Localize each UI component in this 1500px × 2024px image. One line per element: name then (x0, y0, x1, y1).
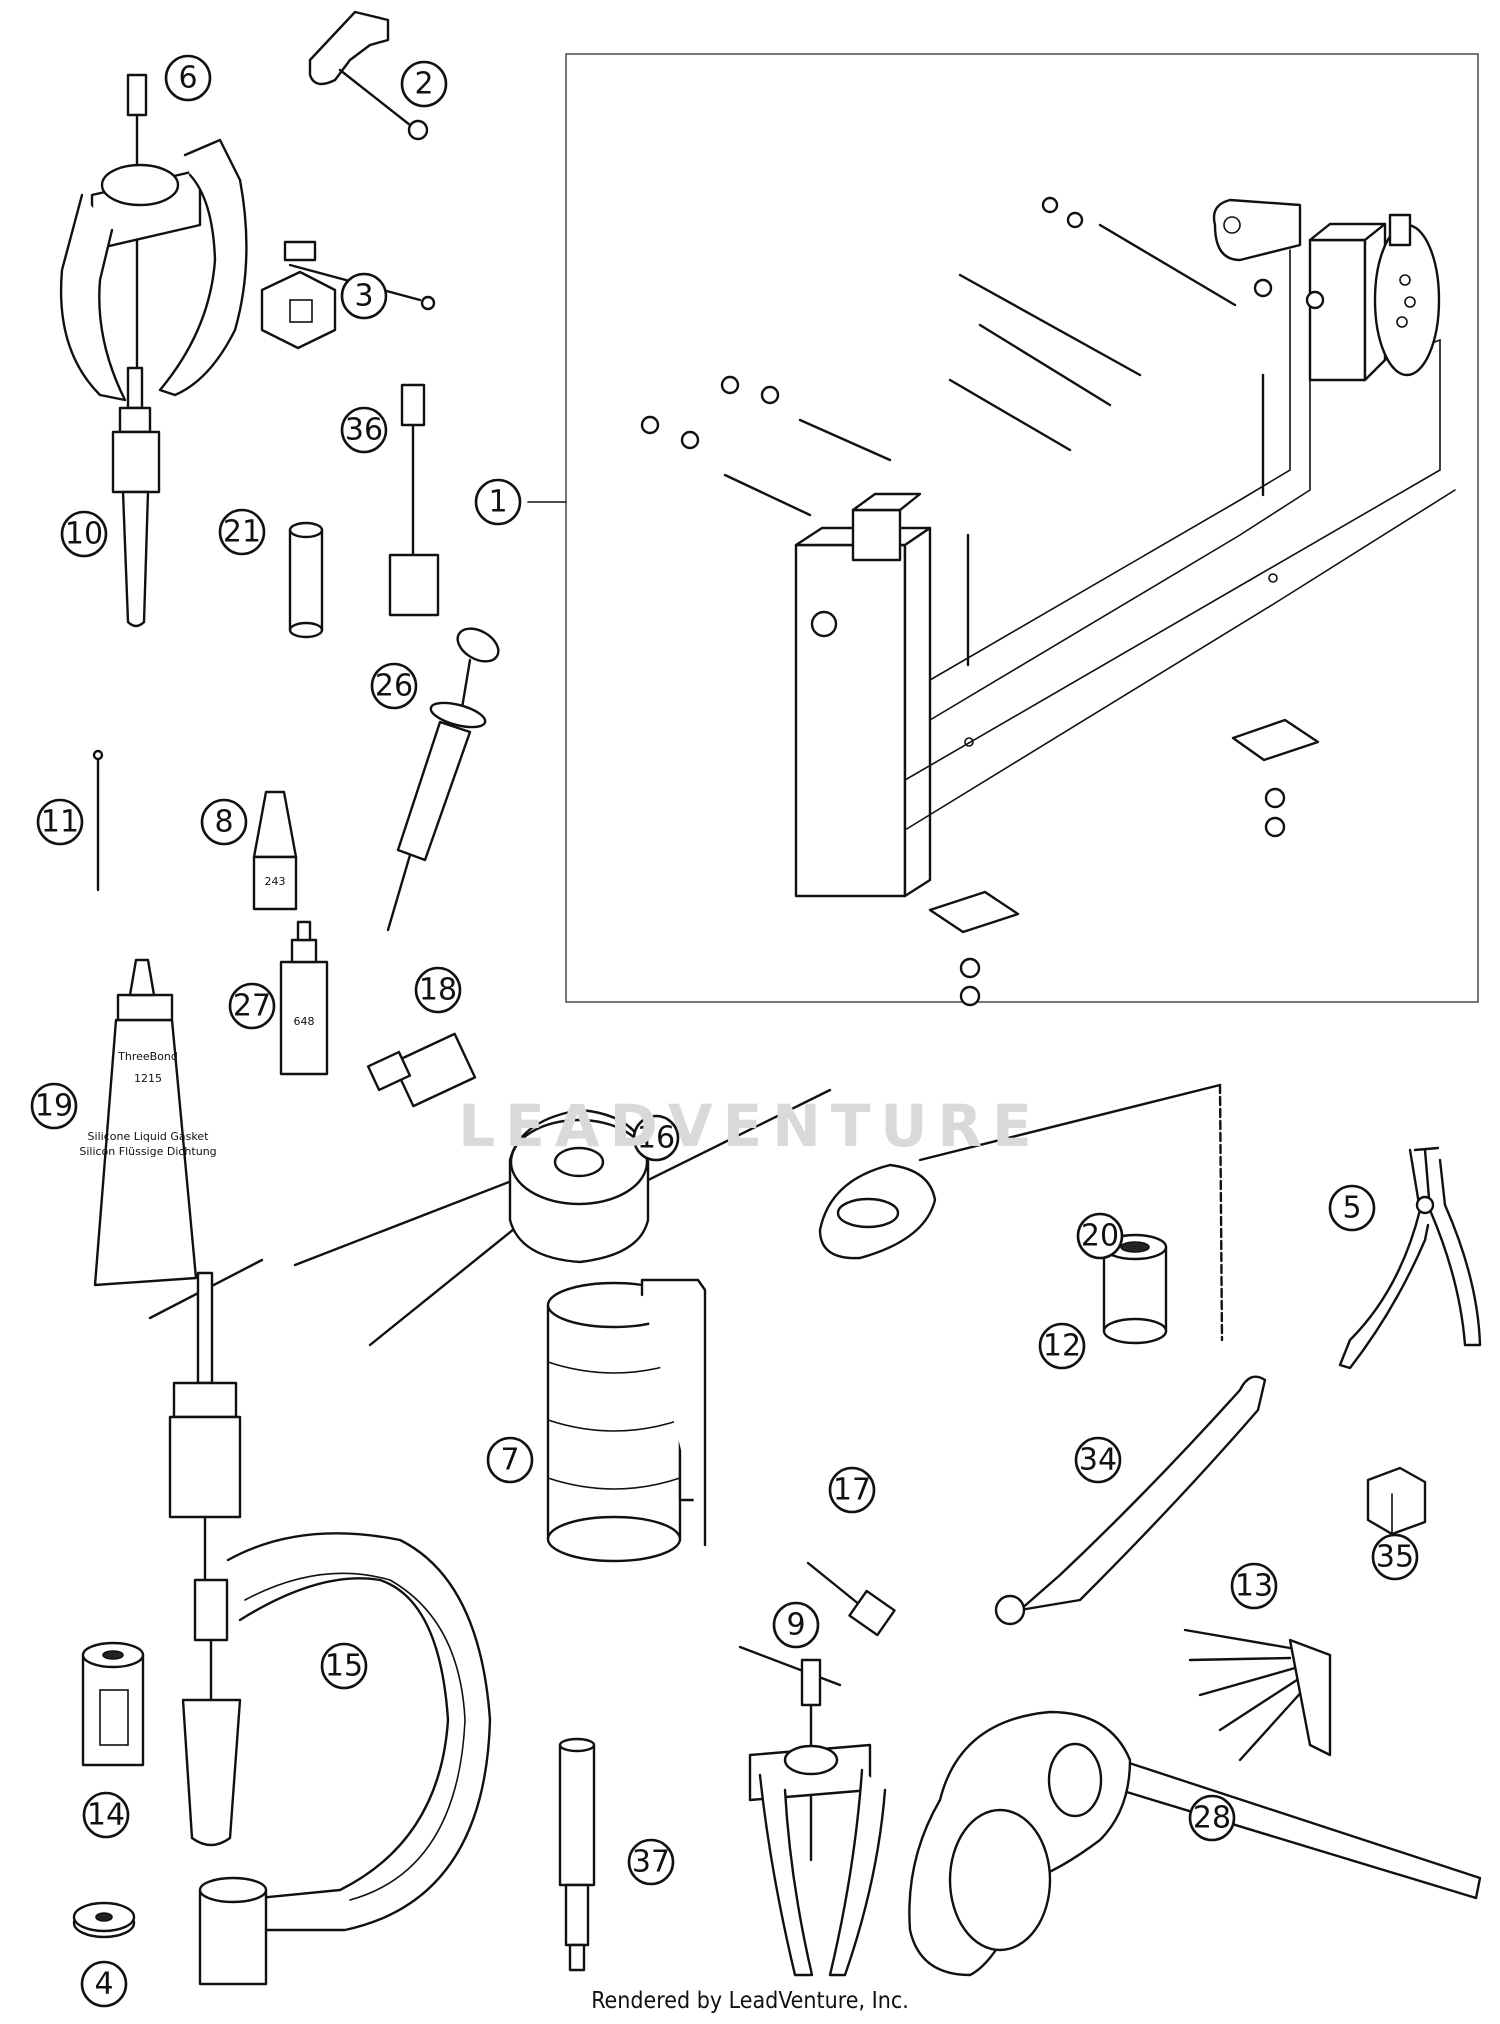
part-13-feeler-gauge (1183, 1628, 1332, 1762)
callout-27: 27 (228, 982, 276, 1030)
svg-text:14: 14 (87, 1798, 125, 1833)
svg-text:2: 2 (414, 67, 433, 102)
sealant-desc1-label: Silicone Liquid Gasket (88, 1130, 210, 1143)
callout-4: 4 (80, 1960, 128, 2008)
part-1-box (565, 53, 1479, 1003)
svg-text:7: 7 (500, 1443, 519, 1478)
sealant-code-label: 1215 (134, 1072, 162, 1085)
svg-text:37: 37 (632, 1845, 670, 1880)
svg-text:18: 18 (419, 973, 457, 1008)
part-15-valve-spring-compressor (148, 1258, 492, 1986)
svg-text:6: 6 (178, 61, 197, 96)
svg-text:34: 34 (1079, 1443, 1117, 1478)
svg-text:12: 12 (1043, 1329, 1081, 1364)
svg-text:10: 10 (65, 517, 103, 552)
callout-6: 6 (164, 54, 212, 102)
callout-26: 26 (370, 662, 418, 710)
callout-21: 21 (218, 508, 266, 556)
part-7-ring-compressor (546, 1278, 707, 1563)
callout-3: 3 (340, 272, 388, 320)
svg-text:26: 26 (375, 669, 413, 704)
svg-text:9: 9 (786, 1608, 805, 1643)
callout-1: 1 (474, 478, 522, 526)
callout-16: 16 (632, 1114, 680, 1162)
part-4-washer (72, 1901, 136, 1939)
svg-text:13: 13 (1235, 1569, 1273, 1604)
loctite-label: 648 (294, 1015, 315, 1028)
callout-7: 7 (486, 1436, 534, 1484)
part-5-pliers (1338, 1146, 1482, 1370)
svg-text:17: 17 (833, 1473, 871, 1508)
svg-text:16: 16 (637, 1121, 675, 1156)
part-12-sleeve (1102, 1233, 1168, 1345)
svg-text:4: 4 (94, 1967, 113, 2002)
part-14-tool (81, 1641, 145, 1767)
svg-text:28: 28 (1193, 1801, 1231, 1836)
svg-text:5: 5 (1342, 1191, 1361, 1226)
part-11-pin (92, 749, 104, 892)
callout-5: 5 (1328, 1184, 1376, 1232)
part-10-slide-hammer (111, 366, 161, 628)
callouts: 1 2 3 4 5 6 7 8 9 10 11 12 13 14 15 16 1… (30, 54, 1419, 2008)
svg-text:21: 21 (223, 515, 261, 550)
part-20-chain-wrench (818, 1083, 1224, 1342)
part-19-sealant-tube: ThreeBond 1215 Silicone Liquid Gasket Si… (79, 958, 217, 1287)
part-35-nut (1366, 1466, 1427, 1536)
callout-28: 28 (1188, 1794, 1236, 1842)
callout-8: 8 (200, 798, 248, 846)
callout-12: 12 (1038, 1322, 1086, 1370)
callout-13: 13 (1230, 1562, 1278, 1610)
part-26-syringe (386, 627, 500, 932)
svg-text:15: 15 (325, 1649, 363, 1684)
callout-35: 35 (1371, 1533, 1419, 1581)
part-9-puller (738, 1645, 887, 1977)
callout-15: 15 (320, 1642, 368, 1690)
part-16-crankcase-puller (293, 1088, 832, 1347)
part-18-tool (366, 1032, 477, 1108)
sealant-brand-label: ThreeBond (117, 1050, 178, 1063)
svg-text:19: 19 (35, 1089, 73, 1124)
part-34-lever (994, 1375, 1267, 1626)
svg-text:20: 20 (1081, 1219, 1119, 1254)
callout-34: 34 (1074, 1436, 1122, 1484)
svg-text:1: 1 (488, 485, 507, 520)
callout-19: 19 (30, 1082, 78, 1130)
callout-10: 10 (60, 510, 108, 558)
svg-text:35: 35 (1376, 1540, 1414, 1575)
callout-11: 11 (36, 798, 84, 846)
footer-credit: Rendered by LeadVenture, Inc. (591, 1988, 909, 2014)
part-8-threadlocker: 243 (252, 790, 298, 911)
callout-17: 17 (828, 1466, 876, 1514)
part-28-holding-wrench (908, 1710, 1482, 1977)
svg-text:11: 11 (41, 805, 79, 840)
threadlocker-label: 243 (265, 875, 286, 888)
part-36-tool (388, 383, 440, 617)
part-37-tool (558, 1737, 596, 1972)
svg-text:8: 8 (214, 805, 233, 840)
part-27-loctite: 648 (279, 920, 329, 1076)
callout-9: 9 (772, 1601, 820, 1649)
part-1-engine-stand (527, 53, 1479, 1007)
part-21-sleeve (288, 521, 324, 639)
callout-36: 36 (340, 406, 388, 454)
callout-37: 37 (627, 1838, 675, 1886)
part-6-puller (59, 73, 248, 402)
part-2-tool (308, 10, 429, 141)
callout-20: 20 (1076, 1212, 1124, 1260)
watermark-text: LEADVENTURE (458, 1092, 1042, 1160)
svg-text:3: 3 (354, 279, 373, 314)
callout-14: 14 (82, 1791, 130, 1839)
callout-2: 2 (400, 60, 448, 108)
callout-18: 18 (414, 966, 462, 1014)
svg-text:36: 36 (345, 413, 383, 448)
part-17-tool (806, 1561, 896, 1637)
sealant-desc2-label: Silicon Flüssige Dichtung (79, 1145, 216, 1158)
svg-text:27: 27 (233, 989, 271, 1024)
